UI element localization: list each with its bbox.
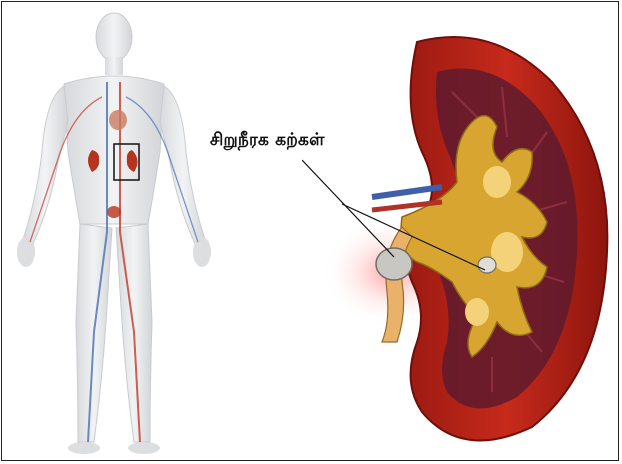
kidney-cross-section [302,12,619,457]
human-body-illustration [2,2,242,461]
kidney-stone-large [376,248,412,280]
kidney-stones-label: சிறுநீரக கற்கள் [210,130,325,152]
kidney-stone-small [478,257,496,273]
